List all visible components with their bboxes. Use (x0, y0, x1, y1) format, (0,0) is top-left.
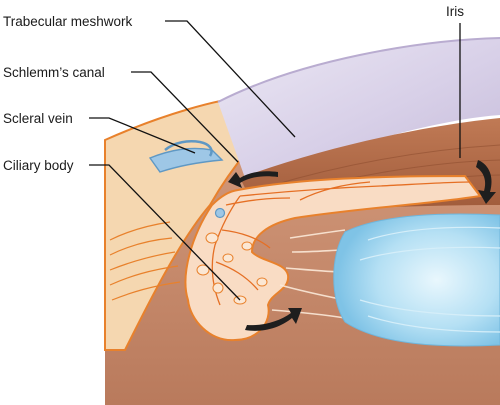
lens (333, 213, 500, 347)
label-trabecular-meshwork: Trabecular meshwork (3, 14, 133, 29)
ciliary-cells (196, 232, 268, 305)
ciliary-body (184, 174, 482, 342)
callout-leaders (89, 20, 461, 301)
sclera-fibers (109, 221, 181, 301)
label-scleral-vein: Scleral vein (3, 111, 73, 126)
label-ciliary-body: Ciliary body (3, 158, 74, 173)
label-iris: Iris (446, 4, 464, 19)
ciliary-vessels (211, 181, 471, 306)
lens-rings (359, 226, 500, 333)
cornea-outer-edge (217, 37, 500, 103)
flow-arrow-icon (228, 160, 496, 331)
ciliary-process-dot (214, 207, 226, 219)
cornea (218, 38, 500, 178)
label-schlemms-canal: Schlemm’s canal (3, 65, 105, 80)
schlemms-canal (148, 147, 224, 173)
zonule-fibers (271, 229, 346, 319)
